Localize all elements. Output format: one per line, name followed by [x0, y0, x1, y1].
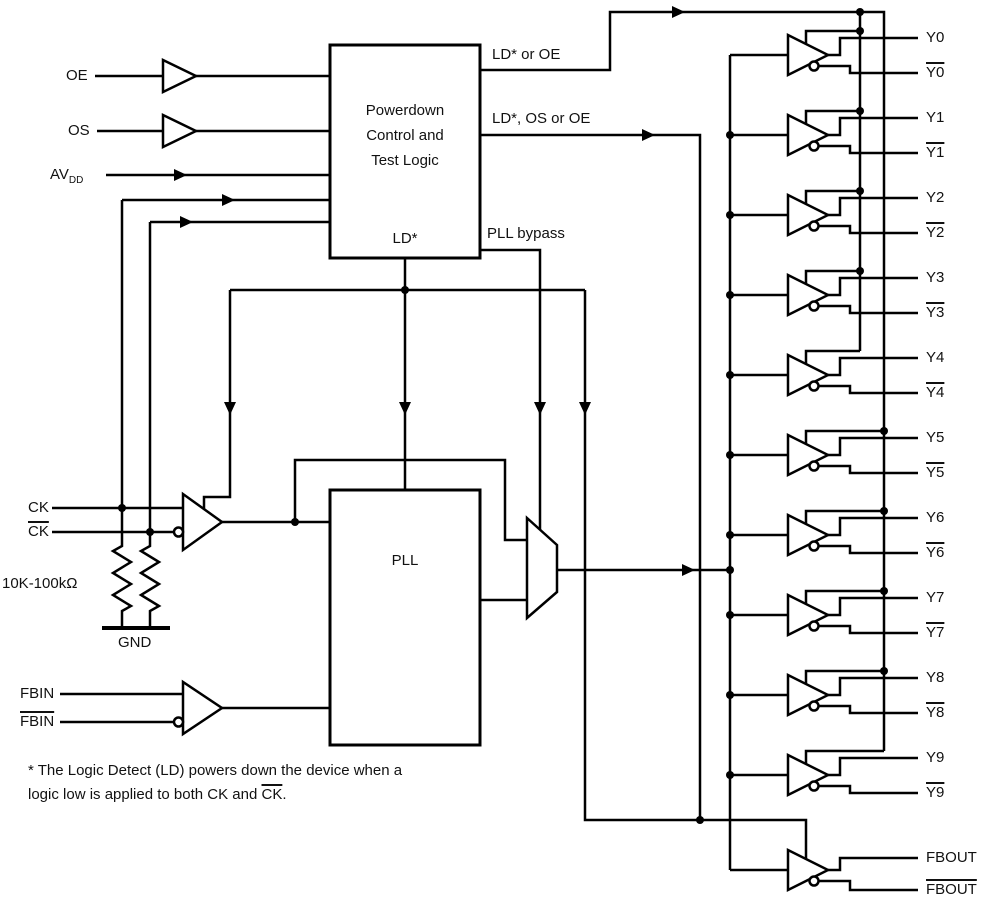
- fbin-bar-label: FBIN: [20, 713, 55, 730]
- pll-block: [328, 488, 482, 747]
- y5-bar-label: Y5: [926, 464, 945, 481]
- fbin-input-buffer: [172, 679, 225, 737]
- oe-input-buffer: [161, 58, 199, 94]
- oe-label: OE: [66, 67, 88, 84]
- output-buffer-y6: [730, 509, 918, 558]
- y9-bar-label: Y9: [926, 784, 945, 801]
- pll-label: PLL: [391, 552, 419, 569]
- wires: [52, 10, 886, 870]
- fbin-label: FBIN: [20, 685, 55, 702]
- y6-bar-label: Y6: [926, 544, 945, 561]
- y6-label: Y6: [926, 509, 945, 526]
- output-buffer-y7: [730, 589, 918, 638]
- ck-bar-label: CK: [28, 523, 49, 540]
- y1-bar-label: Y1: [926, 144, 945, 161]
- footnote-line2: logic low is applied to both CK and CK.: [28, 786, 287, 803]
- footnote-line2-text: logic low is applied to both: [28, 786, 208, 803]
- y4-bar-label: Y4: [926, 384, 945, 401]
- y7-bar-label: Y7: [926, 624, 945, 641]
- powerdown-title-line3: Test Logic: [371, 152, 439, 169]
- output-buffer-y8: [730, 669, 918, 718]
- powerdown-block-title: Powerdown Control and Test Logic: [330, 98, 480, 173]
- powerdown-title-line1: Powerdown: [365, 102, 445, 119]
- y4-label: Y4: [926, 349, 945, 366]
- y2-bar-label: Y2: [926, 224, 945, 241]
- output-buffer-y9: [730, 749, 918, 798]
- ck-input-buffer: [172, 491, 225, 553]
- ld-or-oe-label: LD* or OE: [492, 46, 561, 63]
- output-buffer-y2: [730, 189, 918, 238]
- y3-label: Y3: [926, 269, 945, 286]
- os-label: OS: [68, 122, 90, 139]
- y5-label: Y5: [926, 429, 945, 446]
- footnote-line1: * The Logic Detect (LD) powers down the …: [28, 762, 403, 779]
- y0-bar-label: Y0: [926, 64, 945, 81]
- fbout-bar-label: FBOUT: [926, 881, 977, 898]
- footnote-period: .: [282, 786, 287, 803]
- y7-label: Y7: [926, 589, 945, 606]
- os-input-buffer: [161, 113, 199, 149]
- output-buffer-y4: [730, 349, 918, 398]
- y9-label: Y9: [926, 749, 945, 766]
- resistor-value-label: 10K-100kΩ: [2, 575, 78, 592]
- fbout-label: FBOUT: [926, 849, 977, 866]
- y1-label: Y1: [926, 109, 945, 126]
- y3-bar-label: Y3: [926, 304, 945, 321]
- pll-bypass-label: PLL bypass: [487, 225, 565, 242]
- direction-arrows: [174, 6, 695, 576]
- output-buffer-fbout: [730, 847, 918, 893]
- output-buffer-y5: [730, 429, 918, 478]
- output-buffer-y1: [730, 109, 918, 158]
- ck-label: CK: [28, 499, 49, 516]
- avdd-label: AVDD: [50, 166, 83, 189]
- powerdown-title-line2: Control and: [366, 127, 444, 144]
- footnote-and: and: [228, 786, 262, 803]
- output-buffer-y0: [730, 29, 918, 78]
- junction-dots: [118, 8, 888, 824]
- powerdown-block: [328, 43, 482, 260]
- y0-label: Y0: [926, 29, 945, 46]
- ld-os-or-oe-label: LD*, OS or OE: [492, 110, 591, 127]
- ld-output-label: LD*: [392, 230, 418, 247]
- pulldown-resistors: [110, 508, 162, 628]
- footnote-ck: CK: [207, 786, 229, 803]
- y2-label: Y2: [926, 189, 945, 206]
- y8-label: Y8: [926, 669, 945, 686]
- y8-bar-label: Y8: [926, 704, 945, 721]
- bypass-mux: [525, 515, 559, 621]
- gnd-label: GND: [118, 634, 152, 651]
- avdd-base: AV: [50, 166, 69, 183]
- footnote-ck-bar: CK: [261, 786, 283, 803]
- output-buffer-y3: [730, 269, 918, 318]
- avdd-sub: DD: [68, 175, 84, 186]
